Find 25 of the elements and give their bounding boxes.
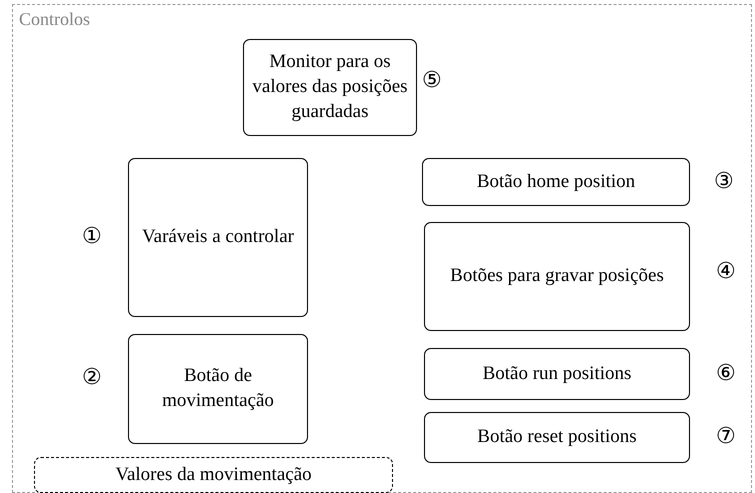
callout-number: ③ (714, 170, 734, 192)
callout-number: ⑥ (716, 362, 736, 384)
component-box (128, 158, 308, 317)
component-box (424, 222, 690, 331)
component-box (422, 158, 690, 206)
panel-title: Controlos (19, 8, 90, 31)
box-label: Botão de movimentação (161, 364, 275, 413)
box-label: Botão reset positions (476, 425, 638, 450)
component-box (34, 457, 393, 493)
box-label: Botões para gravar posições (449, 264, 665, 288)
component-box (424, 348, 690, 400)
callout-number: ⑤ (422, 69, 442, 91)
callout-number: ⑦ (716, 425, 736, 447)
box-label: Monitor para os valores das posições guardadas (251, 50, 409, 124)
component-box (128, 334, 308, 444)
component-box (243, 39, 417, 136)
callout-number: ① (82, 225, 102, 247)
group-panel (12, 4, 752, 493)
callout-number: ④ (716, 260, 736, 282)
box-label: Botão home position (476, 170, 636, 194)
box-label: Botão run positions (482, 362, 632, 386)
callout-number: ② (82, 366, 102, 388)
component-box (424, 412, 690, 463)
box-label: Valores da movimentação (114, 462, 313, 487)
box-label: Varáveis a controlar (141, 225, 295, 250)
